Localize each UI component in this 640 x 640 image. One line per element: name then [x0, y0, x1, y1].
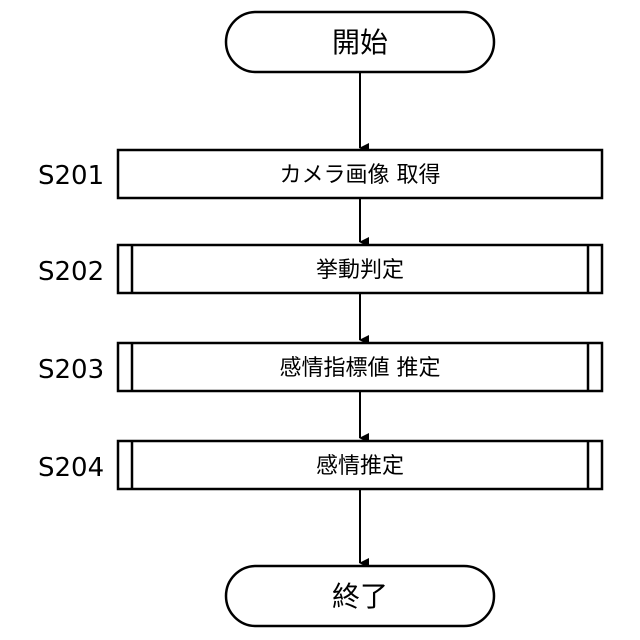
end-label: 終了: [332, 580, 388, 613]
step-id-s201: S201: [38, 161, 104, 191]
subroutine-box-s203: 感情指標値 推定: [118, 343, 602, 391]
start-label: 開始: [332, 26, 388, 59]
step-id-s202: S202: [38, 257, 104, 287]
step-label-s203: 感情指標値 推定: [280, 356, 441, 381]
step-label-s204: 感情推定: [316, 454, 404, 479]
step-label-s201: カメラ画像 取得: [280, 163, 441, 188]
start-terminal: 開始: [226, 12, 494, 72]
step-label-s202: 挙動判定: [316, 258, 404, 283]
process-box-s201: カメラ画像 取得: [118, 150, 602, 198]
step-id-s204: S204: [38, 453, 104, 483]
step-id-s203: S203: [38, 355, 104, 385]
subroutine-box-s202: 挙動判定: [118, 245, 602, 293]
subroutine-box-s204: 感情推定: [118, 441, 602, 489]
end-terminal: 終了: [226, 566, 494, 626]
